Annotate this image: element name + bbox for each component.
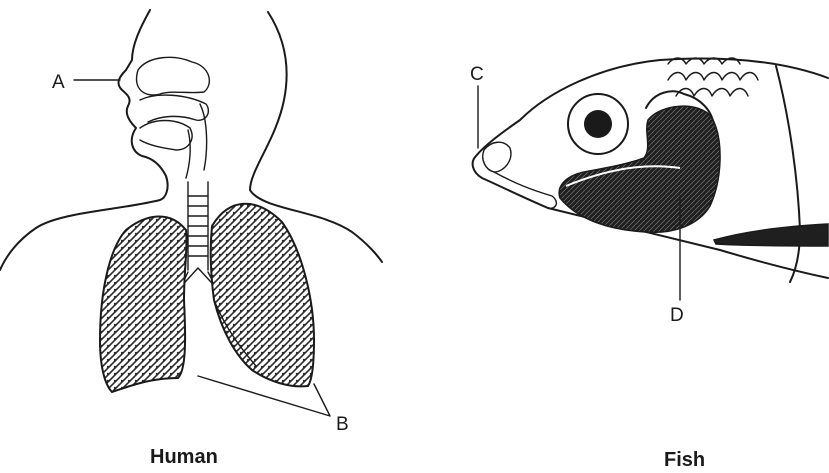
fish-scales <box>668 58 758 96</box>
nasal-cavity <box>137 57 210 95</box>
label-b: B <box>336 414 349 435</box>
fish-lip <box>494 172 556 208</box>
caption-fish: Fish <box>664 449 705 471</box>
fish-figure <box>473 58 828 300</box>
fish-mouth <box>483 142 511 172</box>
human-figure <box>0 10 382 416</box>
pectoral-fin <box>714 224 828 246</box>
label-d: D <box>670 305 684 326</box>
label-c: C <box>470 64 484 85</box>
label-a: A <box>52 72 65 93</box>
mouth-cavity <box>140 121 192 151</box>
gill-cover-edge <box>776 66 800 282</box>
trachea <box>188 182 208 270</box>
caption-human: Human <box>150 446 218 468</box>
right-lung <box>211 204 314 387</box>
nasal-passage-lower <box>140 95 208 122</box>
pharynx <box>186 104 207 178</box>
left-lung <box>100 216 187 392</box>
fish-eye-pupil <box>584 110 612 138</box>
gills <box>559 106 720 232</box>
